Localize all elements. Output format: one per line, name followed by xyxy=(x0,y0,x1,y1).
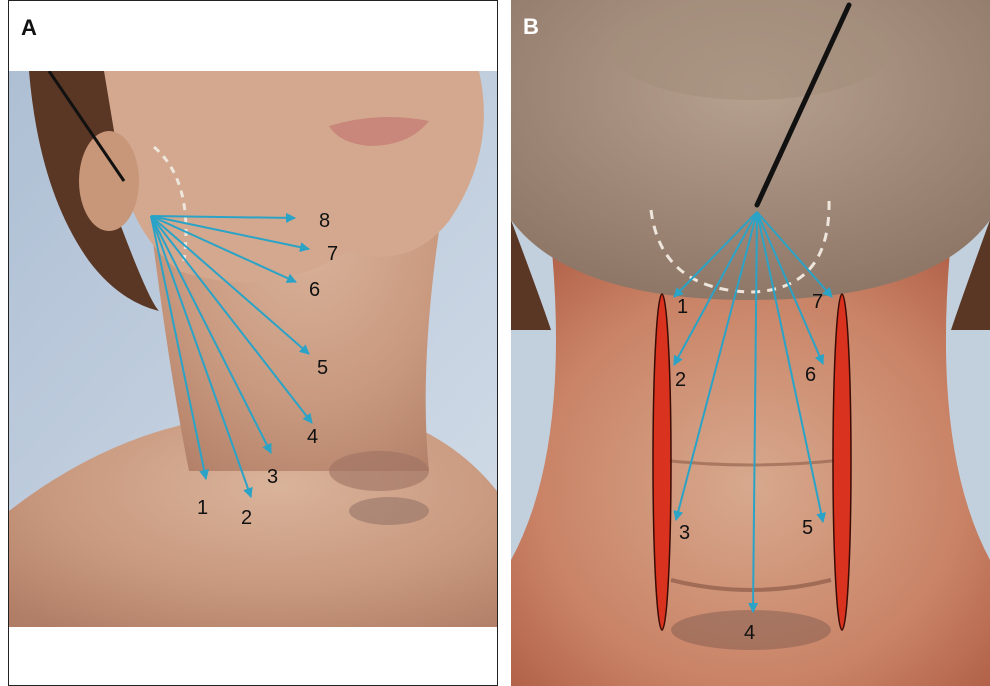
label-b-7: 7 xyxy=(812,291,823,313)
panel-a-letter: A xyxy=(21,15,37,41)
label-b-5: 5 xyxy=(802,517,813,539)
label-a-4: 4 xyxy=(307,426,318,448)
label-a-1: 1 xyxy=(197,497,208,519)
label-a-7: 7 xyxy=(327,243,338,265)
label-a-6: 6 xyxy=(309,279,320,301)
panel-b-letter: B xyxy=(523,14,539,40)
label-b-3: 3 xyxy=(679,522,690,544)
label-a-2: 2 xyxy=(241,507,252,529)
band-right xyxy=(833,294,851,630)
panel-b: 1 2 3 4 5 6 7 B xyxy=(511,0,990,686)
band-left xyxy=(653,294,671,630)
ear xyxy=(79,131,139,231)
label-a-8: 8 xyxy=(319,210,330,232)
label-a-5: 5 xyxy=(317,357,328,379)
panel-a: A xyxy=(8,0,498,686)
label-b-1: 1 xyxy=(677,296,688,318)
panel-b-illustration: 1 2 3 4 5 6 7 xyxy=(511,0,990,686)
panel-a-illustration: 1 2 3 4 5 6 7 8 xyxy=(9,71,497,627)
label-b-2: 2 xyxy=(675,369,686,391)
label-a-3: 3 xyxy=(267,466,278,488)
label-b-6: 6 xyxy=(805,364,816,386)
label-b-4: 4 xyxy=(744,622,755,644)
